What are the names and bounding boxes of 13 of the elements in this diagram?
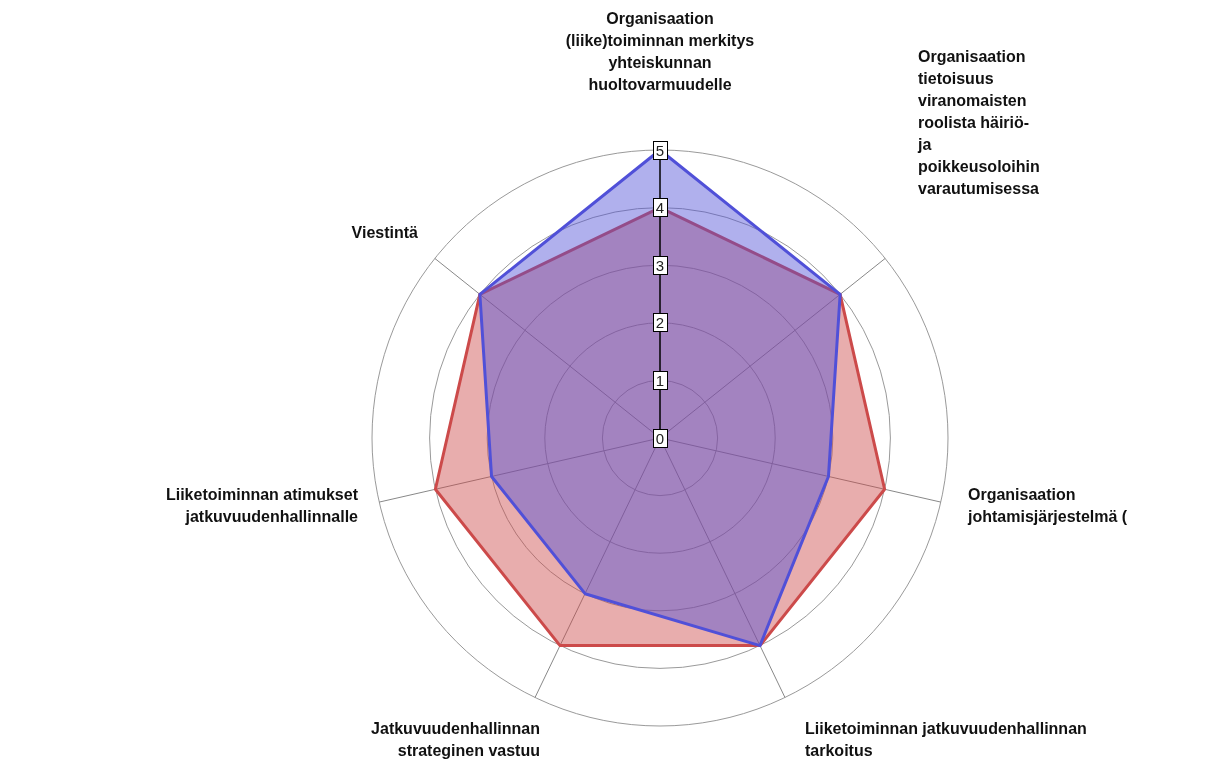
axis-label: Organisaation tietoisuus viranomaisten roolista häiriö- ja poikkeusoloihin varautumisessa — [918, 47, 1041, 199]
tick-label: 4 — [652, 198, 668, 218]
axis-label: Organisaation johtamisjärjestelmä ( — [968, 485, 1129, 527]
tick-label: 3 — [652, 255, 668, 275]
axis-label: Liiketoiminnan atimukset jatkuvuudenhallinnalle — [164, 485, 358, 527]
tick-label: 5 — [652, 140, 668, 160]
axis-label: Jatkuvuudenhallinnan strateginen vastuu — [370, 719, 540, 761]
axis-label: Organisaation (liike)toiminnan merkitys yhteiskunnan huoltovarmuudelle — [564, 9, 756, 95]
axis-label: Liiketoiminnan jatkuvuudenhallinnan tarkoitus — [805, 719, 1088, 761]
tick-label: 0 — [652, 428, 668, 448]
tick-label: 2 — [652, 313, 668, 333]
axis-label: Viestintä — [350, 223, 418, 243]
tick-label: 1 — [652, 370, 668, 390]
